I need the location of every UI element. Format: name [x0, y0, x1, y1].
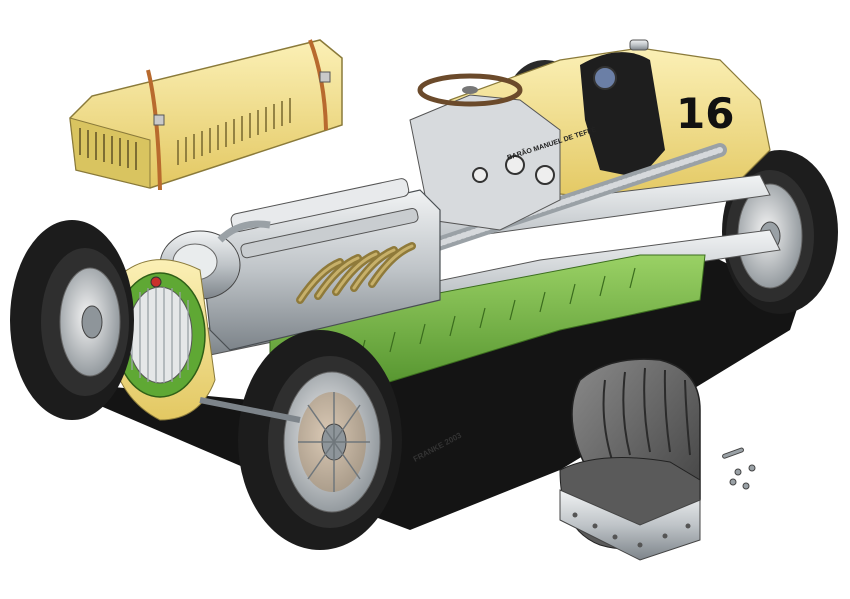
- nose-radiator: [109, 259, 216, 421]
- engine-cover-panel: [69, 39, 343, 191]
- front-right-wheel: [238, 330, 402, 550]
- detached-seat: [559, 358, 701, 561]
- front-left-wheel: [10, 220, 134, 420]
- front-suspension-arm: [199, 397, 301, 423]
- loose-bolts: [722, 447, 756, 490]
- car-number: 16: [676, 89, 734, 138]
- ground-shadow: [40, 250, 800, 530]
- engine-block: [159, 178, 441, 362]
